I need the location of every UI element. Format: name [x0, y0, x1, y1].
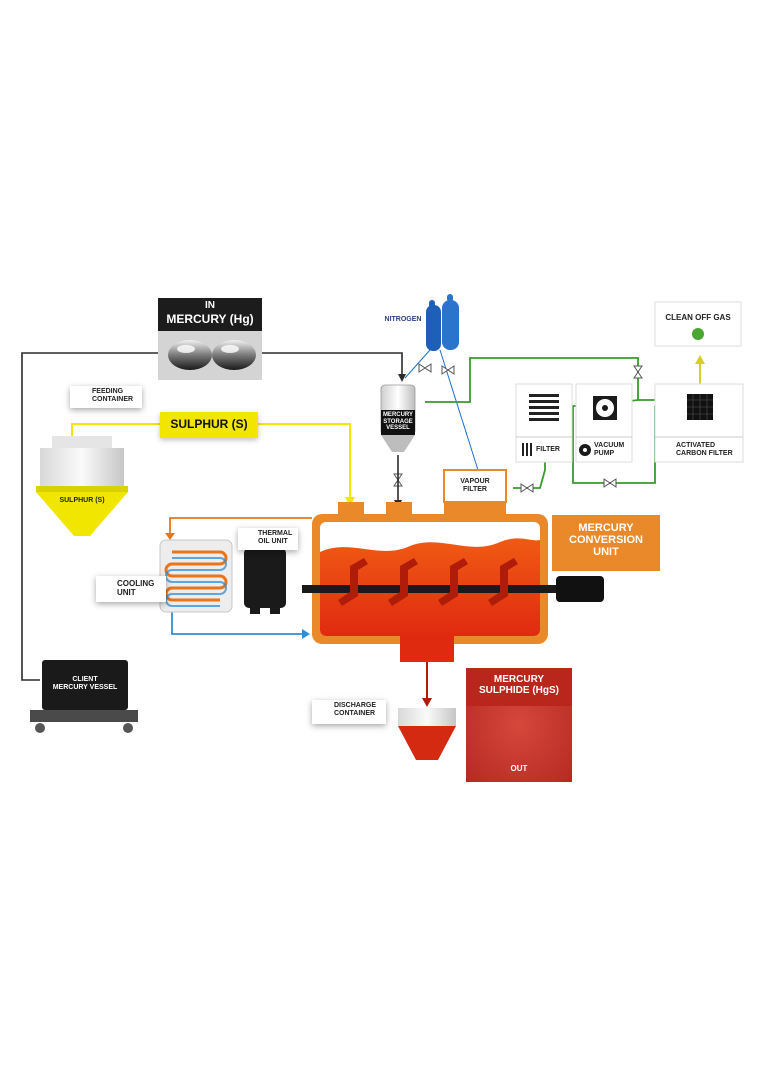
mercury-hg-label: MERCURY (Hg) — [166, 312, 254, 326]
thermal-oil-label: THERMAL OIL UNIT — [258, 530, 293, 545]
arrow-icon — [695, 355, 705, 364]
nitrogen-label: NITROGEN — [384, 316, 422, 323]
filter-bars-icon — [529, 394, 559, 421]
mercury-input-card — [158, 298, 262, 380]
reactor-vessel — [302, 469, 604, 662]
carbon-filter-card — [654, 383, 744, 463]
client-vessel-label: CLIENT MERCURY VESSEL — [52, 676, 118, 691]
valve-icon — [633, 365, 643, 379]
feeding-container-card — [70, 386, 142, 408]
storage-vessel — [380, 384, 416, 452]
mercury-sulphide-card — [466, 668, 572, 782]
out-label: OUT — [510, 764, 528, 773]
mercury-sulphide-label: MERCURY SULPHIDE (HgS) — [479, 674, 559, 696]
conversion-unit-label: MERCURY CONVERSION UNIT — [569, 522, 643, 559]
in-label: IN — [205, 300, 215, 311]
filter-label: FILTER — [536, 446, 560, 453]
cooling-unit-card — [96, 576, 166, 602]
filter-card — [515, 383, 573, 463]
client-vessel — [30, 660, 138, 733]
sulphur-box — [160, 412, 258, 438]
discharge-container — [398, 708, 456, 760]
arrow-icon — [398, 374, 406, 382]
nitrogen-line-a — [404, 349, 431, 379]
cooling-unit — [159, 539, 233, 613]
sulphur-hopper — [36, 436, 128, 536]
clean-off-gas-card — [654, 301, 742, 347]
cloud-upload-icon — [692, 328, 704, 340]
sulphur-box-label: SULPHUR (S) — [170, 417, 248, 431]
vacuum-pump-label: VACUUM PUMP — [594, 442, 625, 457]
vapour-filter-label: VAPOUR FILTER — [460, 478, 490, 493]
valve-icon — [520, 483, 534, 493]
feeding-container-label: FEEDING CONTAINER — [92, 388, 134, 403]
arrow-icon — [302, 629, 310, 639]
activated-carbon-label: ACTIVATED CARBON FILTER — [676, 442, 733, 457]
clean-off-gas-label: CLEAN OFF GAS — [665, 313, 731, 322]
thermal-oil-card — [238, 528, 298, 550]
discharge-container-card — [312, 700, 386, 724]
mercury-feed-line — [21, 352, 403, 681]
valve-icon — [603, 478, 617, 488]
thermal-oil-unit — [244, 548, 286, 614]
arrow-icon — [422, 698, 432, 707]
discharge-container-label: DISCHARGE CONTAINER — [334, 702, 377, 717]
sulphur-feed-line — [258, 423, 351, 500]
arrow-icon — [165, 533, 175, 540]
vacuum-pump-card — [575, 383, 633, 463]
thermal-oil-line — [169, 517, 312, 535]
cooling-line — [171, 612, 305, 635]
conversion-unit-badge — [552, 515, 660, 571]
storage-vessel-label: MERCURY STORAGE VESSEL — [382, 412, 414, 432]
cooling-unit-label: COOLING UNIT — [117, 579, 155, 597]
arrow-icon — [345, 497, 355, 506]
sulphur-hopper-label: SULPHUR (S) — [59, 497, 105, 504]
valve-icon — [441, 365, 455, 375]
valve-icon — [418, 363, 432, 373]
fan-icon — [602, 405, 608, 411]
nitrogen-cylinders — [426, 294, 459, 351]
